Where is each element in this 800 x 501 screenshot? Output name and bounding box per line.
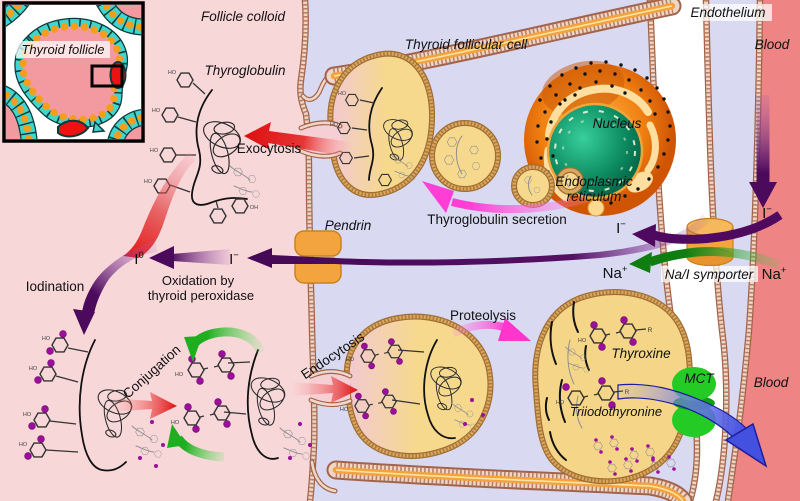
- oxidation-arrowhead: [149, 246, 174, 269]
- er-label-line1: Endoplasmic: [555, 174, 633, 189]
- iodide-label-blood: I−: [762, 204, 772, 222]
- svg-text:HO: HO: [23, 412, 32, 418]
- svg-text:HO: HO: [150, 148, 159, 154]
- symporter-iodide-arrowhead: [632, 224, 656, 247]
- thyroid-follicle-inset: Thyroid follicle: [2, 1, 145, 143]
- lysosome-vesicle: HO R HO R: [535, 292, 690, 481]
- conjugation-cycle-arrowhead-bottom: [167, 424, 186, 448]
- conjugated-thyroglobulin-molecule: HO HO: [171, 349, 312, 460]
- svg-text:HO: HO: [578, 338, 587, 344]
- cell-label: Thyroid follicular cell: [405, 37, 528, 52]
- proteolysis-arrowhead: [498, 318, 531, 341]
- svg-text:HO: HO: [340, 407, 349, 413]
- secretion-label: Thyroglobulin secretion: [427, 212, 567, 227]
- svg-text:HO: HO: [152, 108, 161, 114]
- blood-bottom-label: Blood: [754, 375, 789, 390]
- endocytosis-arrow: [292, 376, 358, 403]
- symporter-iodide-arrow: [652, 211, 783, 244]
- iodide-label-cell: I−: [616, 219, 626, 237]
- nucleus-label: Nucleus: [593, 116, 642, 131]
- proteolysis-arrow: [450, 320, 508, 338]
- conjugated-thyroglobulin-in-vesicle: HO HO: [340, 339, 485, 440]
- follicle-colloid-label: Follicle colloid: [201, 9, 286, 24]
- iodide-label-colloid: I−: [229, 250, 239, 268]
- ribosome-dots: [535, 60, 672, 205]
- conjugation-cycle-arrowhead-top: [184, 336, 202, 362]
- sodium-label-blood: Na+: [762, 265, 787, 283]
- thyroglobulin-in-vesicle: HO HO: [330, 87, 417, 187]
- transport-vesicle-large: [429, 120, 501, 192]
- arrows: [73, 95, 783, 468]
- blood-vessel: [57, 119, 90, 138]
- endothelium-label: Endothelium: [690, 5, 765, 20]
- oxidation-label-line2: thyroid peroxidase: [148, 288, 254, 303]
- protein-fragments: [544, 301, 590, 461]
- secretion-arrow: [451, 194, 590, 214]
- blood-iodide-arrowhead: [749, 182, 777, 208]
- inset-label-bg: [16, 41, 110, 58]
- svg-text:HO: HO: [171, 420, 180, 426]
- mct-label: MCT: [684, 371, 715, 386]
- pendrin-transporter: [294, 230, 342, 284]
- svg-text:HO: HO: [556, 400, 565, 406]
- symporter-sodium-arrow: [648, 247, 781, 270]
- iodine-zero-label: I0: [134, 250, 143, 268]
- triiodothyronine-label: Triiodothyronine: [570, 404, 662, 419]
- svg-text:HO: HO: [19, 442, 28, 448]
- svg-text:HO: HO: [168, 70, 177, 76]
- blood-top-label: Blood: [755, 37, 790, 52]
- symporter-label-bg: [661, 266, 758, 282]
- svg-text:HO: HO: [42, 336, 51, 342]
- blood-vessel: [92, 120, 106, 133]
- oh-label: OH: [250, 205, 258, 211]
- follicle-wall: [23, 26, 120, 119]
- ho-label: HO: [338, 91, 347, 97]
- symporter-sodium-arrowhead: [629, 252, 652, 273]
- exocytosis-label: Exocytosis: [237, 141, 302, 156]
- sodium-label-cell: Na+: [603, 264, 628, 282]
- secretion-arrowhead: [422, 181, 454, 213]
- oxidation-label-line1: Oxidation by: [162, 273, 235, 288]
- transport-vesicle-small: [556, 167, 584, 195]
- inset-label: Thyroid follicle: [21, 42, 104, 57]
- thyroglobulin-label: Thyroglobulin: [204, 63, 285, 78]
- proteolysis-label: Proteolysis: [450, 308, 516, 323]
- pendrin-label: Pendrin: [325, 218, 372, 233]
- mct-export-arrowhead: [724, 422, 768, 468]
- thyroglobulin-to-iodination-swoosh: [123, 152, 196, 258]
- iodination-arrowhead: [73, 309, 95, 335]
- oxidation-arrow: [172, 249, 230, 265]
- svg-text:HO: HO: [144, 179, 153, 185]
- exocytosis-arrow: [244, 122, 352, 157]
- iodinated-thyroglobulin-molecule: HO HO HO HO: [19, 331, 165, 472]
- inset-highlight-rect: [90, 64, 124, 88]
- svg-text:HO: HO: [330, 122, 339, 128]
- svg-text:HO: HO: [175, 372, 184, 378]
- symporter-label: Na/I symporter: [665, 267, 754, 282]
- thyroxine-label: Thyroxine: [611, 346, 670, 361]
- r-label: R: [648, 327, 653, 334]
- thyroxine-molecule: HO R: [578, 317, 653, 351]
- iodide-to-pendrin-arrowhead: [247, 248, 272, 268]
- iodide-to-pendrin-arrow: [272, 214, 709, 266]
- er-label-line2: reticulum: [567, 189, 622, 204]
- conjugation-arrow: [110, 392, 177, 419]
- svg-text:HO: HO: [346, 357, 355, 363]
- endothelium-label-bg: [684, 4, 772, 21]
- iodination-arrow: [82, 240, 157, 314]
- iodination-label: Iodination: [26, 279, 85, 294]
- transport-vesicle-medium: [511, 164, 555, 208]
- svg-text:HO: HO: [29, 366, 38, 372]
